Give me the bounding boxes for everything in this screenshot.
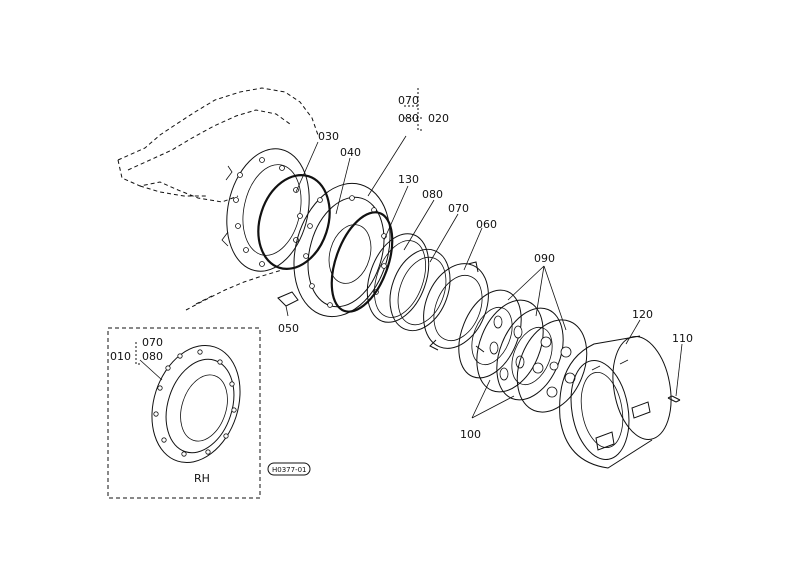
inset-title-rh: RH	[194, 472, 210, 485]
callout-080-top: 080	[398, 112, 419, 125]
callout-080: 080	[422, 188, 443, 201]
callout-130: 130	[398, 173, 419, 186]
inset-callout-080: 080	[142, 350, 163, 363]
leader-lines	[285, 88, 683, 419]
pressure-plate-060	[423, 261, 489, 353]
callout-020: 020	[428, 112, 449, 125]
callout-030: 030	[318, 130, 339, 143]
callout-040: 040	[340, 146, 361, 159]
carrier-plate-020	[277, 182, 391, 318]
o-ring-030	[257, 174, 331, 270]
callout-070-top: 070	[398, 94, 419, 107]
rh-flange	[151, 344, 241, 464]
callout-100: 100	[460, 428, 481, 441]
steel-disc-100a	[458, 289, 522, 379]
friction-disc-090a	[476, 299, 544, 393]
inset-callout-070: 070	[142, 336, 163, 349]
ring-080	[366, 233, 430, 323]
friction-disc-090b	[516, 319, 588, 413]
steel-disc-100b	[496, 307, 564, 401]
rh-inset: 070 080 010 RH	[107, 327, 261, 499]
inset-callout-010: 010	[110, 350, 131, 363]
callout-labels: 070 080 020 030 040 130 080 070 060 090 …	[278, 94, 693, 441]
clutch-disc-stack	[458, 289, 588, 413]
callout-070: 070	[448, 202, 469, 215]
carrier-plate-bolt-holes	[303, 195, 387, 308]
drum-housing-120	[559, 335, 672, 469]
callout-050: 050	[278, 322, 299, 335]
seal-ring-130	[330, 211, 394, 313]
drawing-code-badge: H0377-01	[267, 462, 311, 476]
callout-090: 090	[534, 252, 555, 265]
callout-110: 110	[672, 332, 693, 345]
pin-110	[667, 395, 681, 403]
callout-060: 060	[476, 218, 497, 231]
flange-bolt-holes	[233, 157, 303, 267]
ring-070	[389, 248, 451, 332]
drawing-code-text: H0377-01	[272, 466, 307, 474]
callout-120: 120	[632, 308, 653, 321]
transmission-housing	[117, 87, 319, 311]
